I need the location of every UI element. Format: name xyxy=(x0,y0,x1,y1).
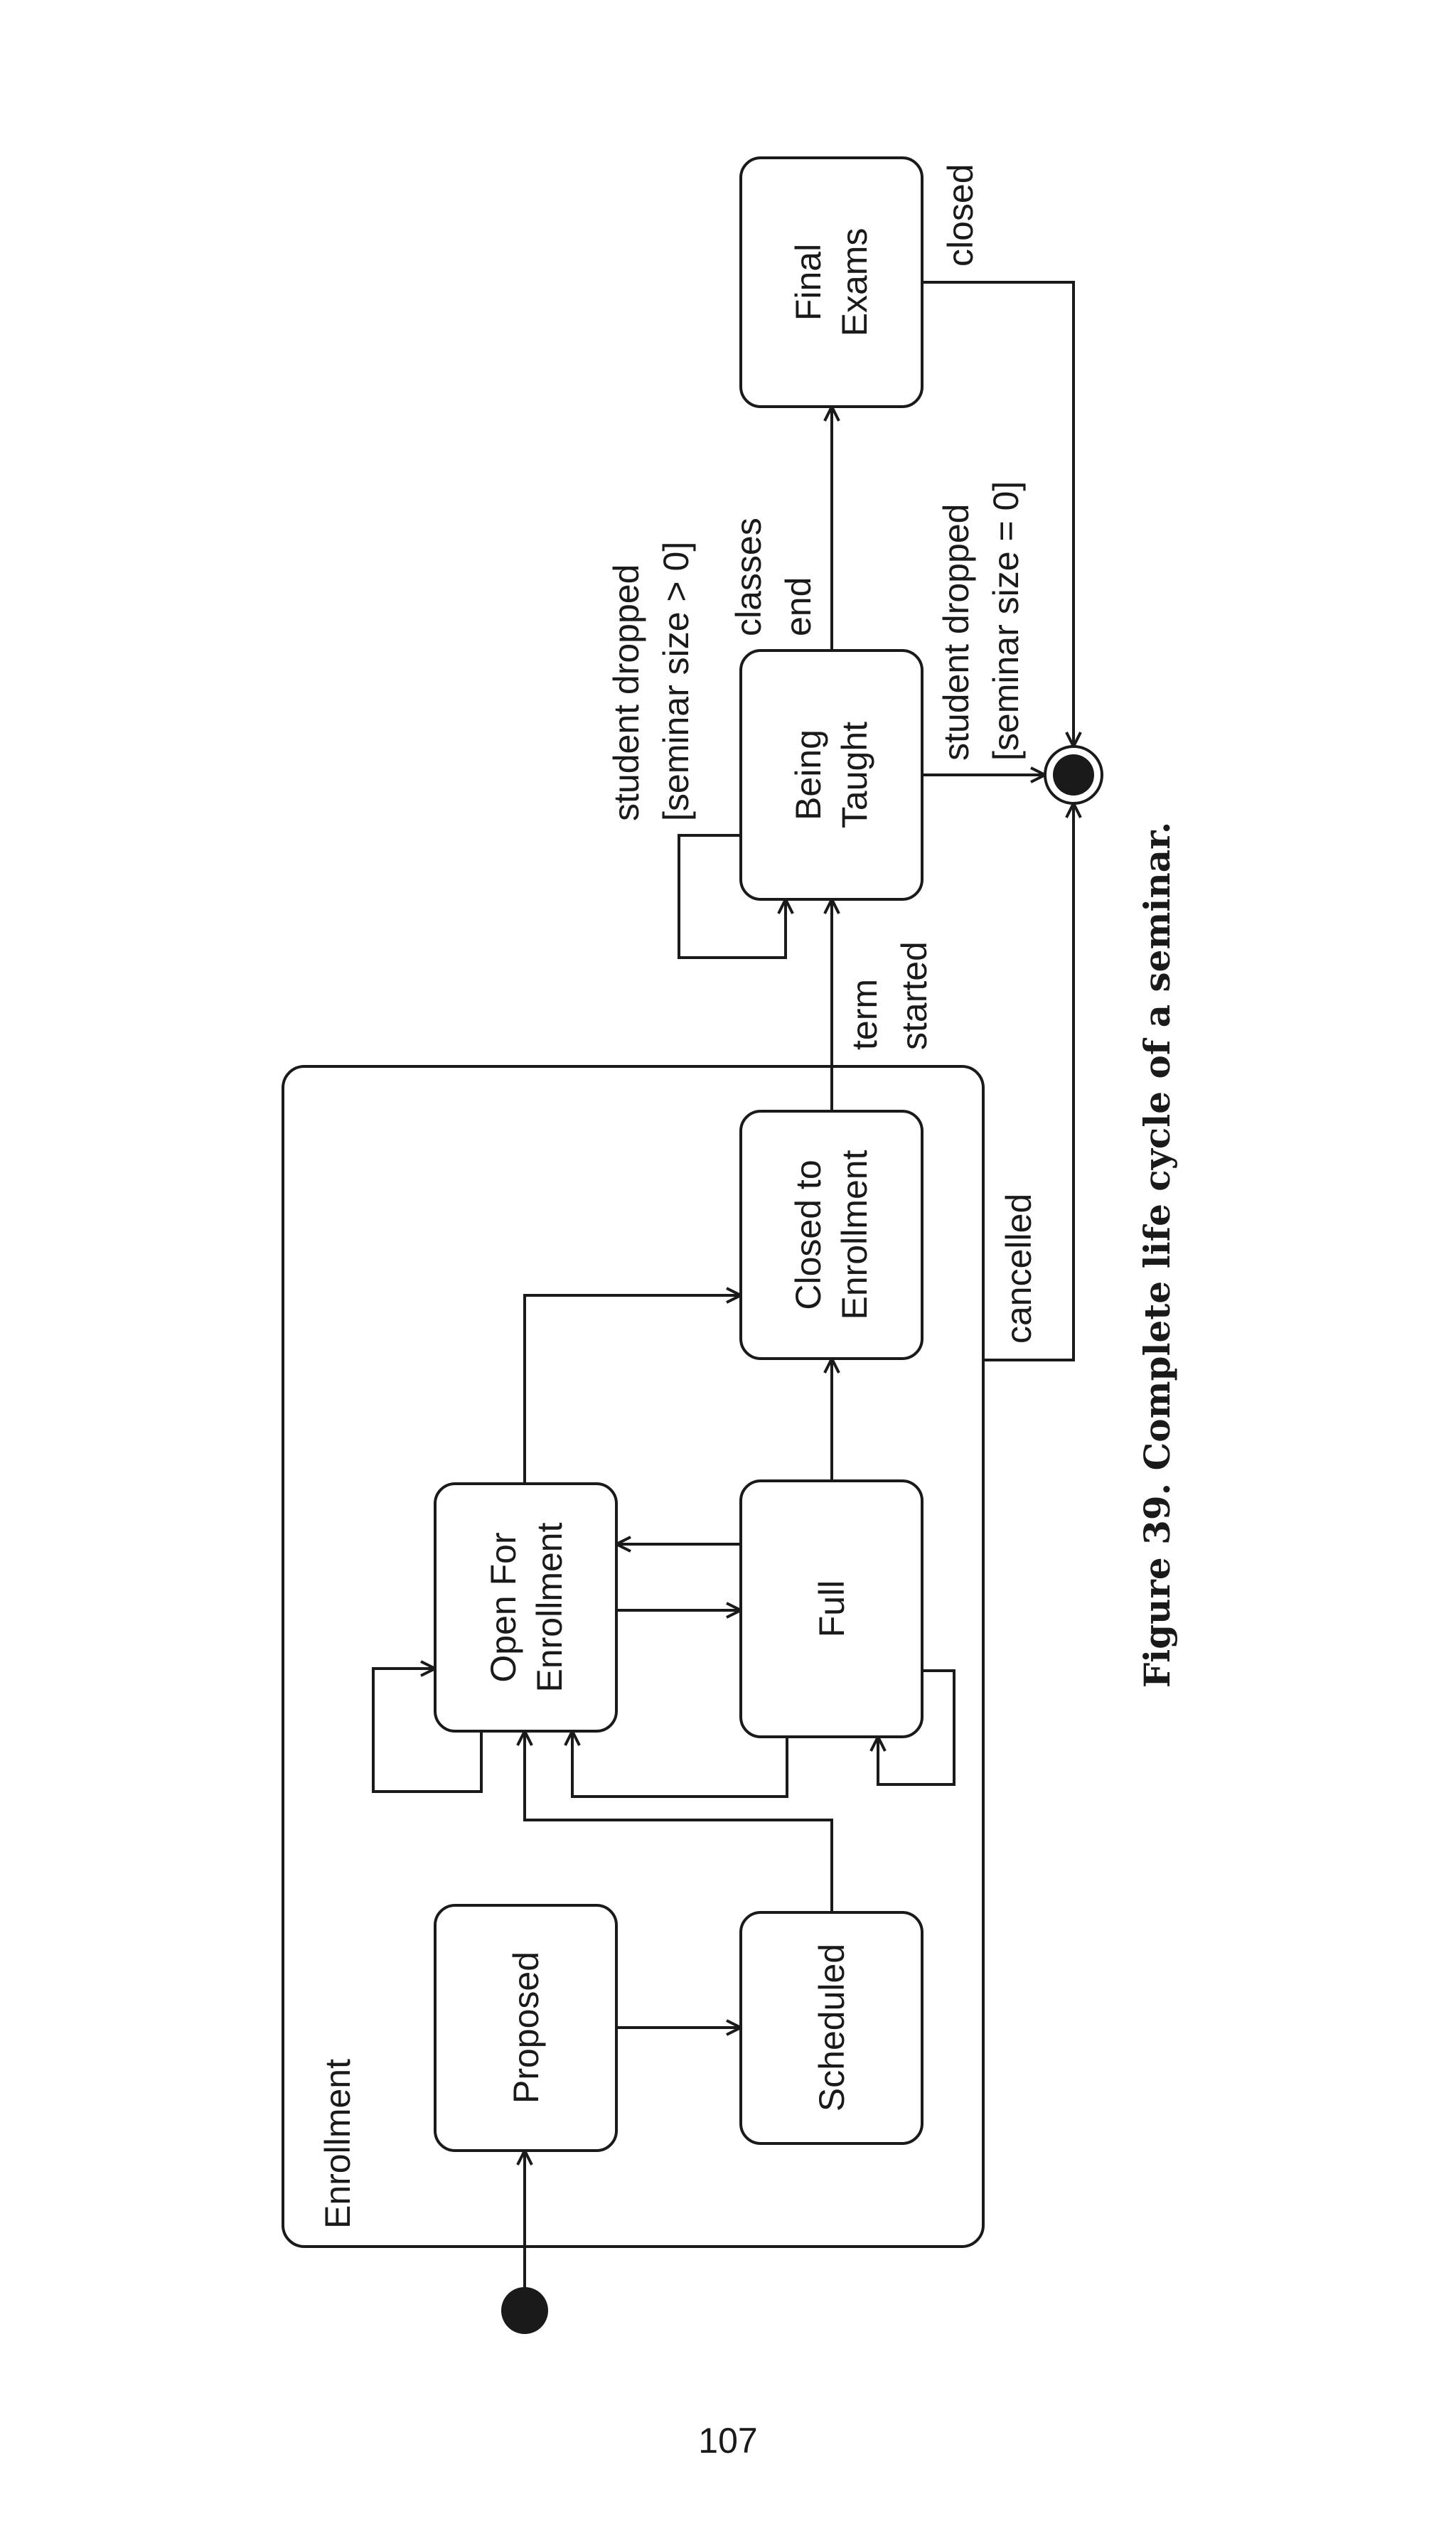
transition-taught-self-loop xyxy=(678,834,786,959)
state-proposed-label: Proposed xyxy=(506,1952,546,2104)
initial-state xyxy=(501,2287,548,2334)
final-state-dot xyxy=(1053,754,1094,796)
transition-scheduled-to-open xyxy=(525,1731,833,1912)
state-open-line2: Enrollment xyxy=(530,1522,569,1692)
label-started: started xyxy=(894,941,934,1050)
state-final-line2: Exams xyxy=(835,228,874,337)
state-final-line1: Final xyxy=(788,244,828,321)
page-number: 107 xyxy=(698,2421,757,2461)
label-seminar-size-gt0: [seminar size > 0] xyxy=(656,542,696,821)
state-being-taught xyxy=(739,649,924,901)
transition-final-exams-to-end xyxy=(922,281,1074,746)
state-taught-line1: Being xyxy=(788,729,828,820)
enrollment-label: Enrollment xyxy=(318,2059,358,2229)
state-final-exams xyxy=(739,156,924,408)
label-student-dropped-eq0: student dropped xyxy=(936,504,976,761)
state-scheduled-label: Scheduled xyxy=(812,1944,852,2111)
label-classes: classes xyxy=(729,518,769,636)
label-seminar-size-eq0: [seminar size = 0] xyxy=(986,481,1026,761)
label-student-dropped-gt0: student dropped xyxy=(606,564,646,821)
figure-caption: Figure 39. Complete life cycle of a semi… xyxy=(1136,822,1178,1688)
label-closed: closed xyxy=(941,164,980,267)
transition-enrollment-cancelled-to-end xyxy=(983,803,1074,1361)
state-closed-line1: Closed to xyxy=(788,1160,828,1310)
state-open-line1: Open For xyxy=(483,1532,523,1682)
transition-open-self-loop xyxy=(372,1669,483,1793)
state-full-label: Full xyxy=(812,1580,852,1638)
label-term: term xyxy=(845,979,884,1050)
transition-full-self-loop xyxy=(878,1669,956,1786)
transition-full-to-open-bottom xyxy=(572,1731,788,1798)
state-closed-to-enrollment xyxy=(739,1110,924,1360)
state-open-for-enrollment xyxy=(434,1482,618,1733)
transition-open-to-closed xyxy=(523,1295,741,1484)
state-taught-line2: Taught xyxy=(835,722,874,828)
label-end: end xyxy=(778,577,818,636)
label-cancelled: cancelled xyxy=(999,1194,1039,1344)
state-closed-line2: Enrollment xyxy=(835,1150,874,1320)
